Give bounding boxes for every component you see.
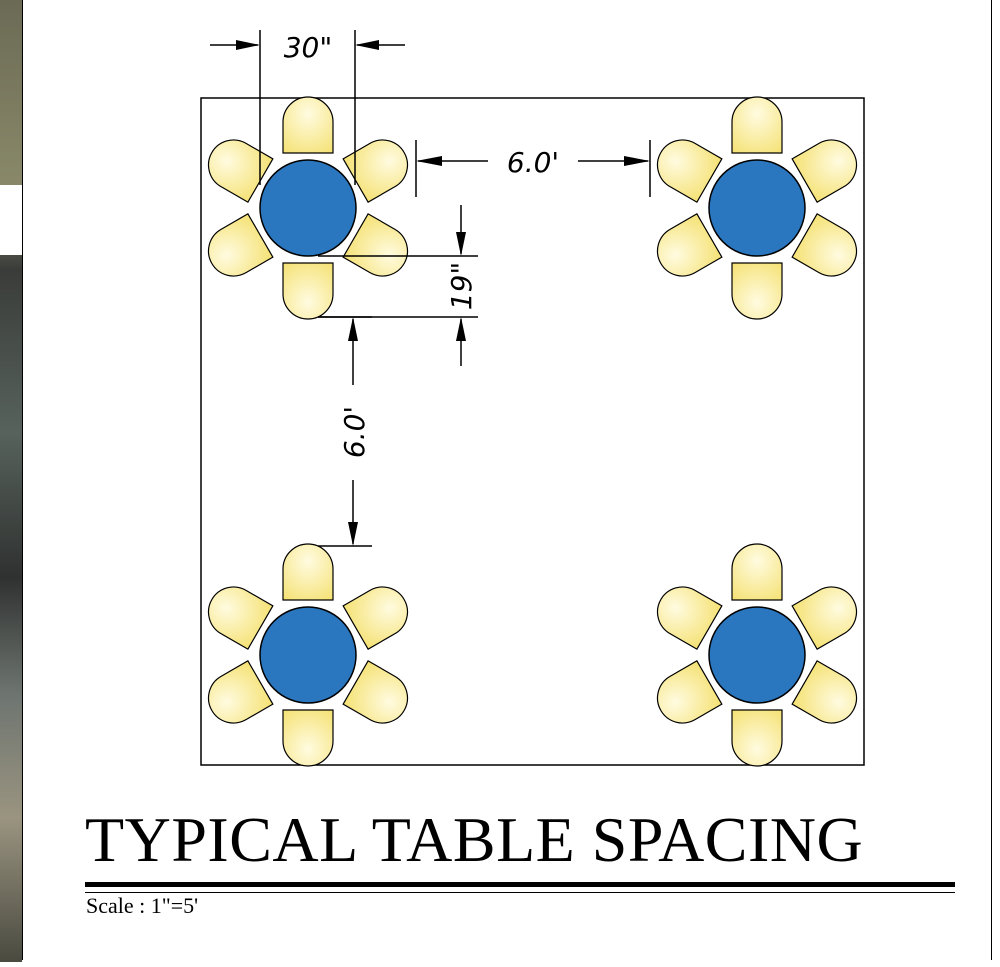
chair <box>731 709 783 767</box>
round-table <box>259 159 357 257</box>
chair <box>656 139 723 203</box>
chair <box>791 139 858 203</box>
title-underline-thin <box>85 892 955 893</box>
chair <box>207 660 274 724</box>
chair <box>207 586 274 650</box>
chair <box>656 586 723 650</box>
chair <box>282 262 334 320</box>
chair <box>282 543 334 601</box>
chair <box>731 96 783 154</box>
chair <box>282 96 334 154</box>
chair <box>656 660 723 724</box>
tables-group <box>207 96 858 767</box>
chair <box>731 543 783 601</box>
scale-label: Scale : 1"=5' <box>86 893 199 918</box>
dim-h-label: 6.0' <box>507 146 559 179</box>
chair <box>731 262 783 320</box>
dimension-lines <box>210 30 651 547</box>
title-underline-thick <box>85 882 955 887</box>
chair <box>342 139 409 203</box>
chair <box>791 213 858 277</box>
chair <box>207 139 274 203</box>
dim-30-arrow-left <box>236 40 260 50</box>
photo-strip-graphic <box>0 0 22 962</box>
dim-h-arrow-left <box>416 156 442 166</box>
dim-19-arrow-bottom <box>456 317 466 341</box>
dim-19-label: 19" <box>445 262 478 311</box>
round-table <box>708 159 806 257</box>
dim-h-arrow-right <box>624 156 650 166</box>
dim-v-arrow-top <box>348 317 358 341</box>
dim-30-label: 30" <box>284 31 333 64</box>
dim-v-arrow-bottom <box>348 522 358 546</box>
chair <box>342 660 409 724</box>
table-4 <box>656 543 858 767</box>
room-outline <box>200 97 865 766</box>
table-2 <box>656 96 858 320</box>
chair <box>342 213 409 277</box>
drawing-title: TYPICAL TABLE SPACING <box>85 804 864 875</box>
round-table <box>259 606 357 704</box>
chair <box>791 660 858 724</box>
drawing-frame <box>22 0 992 960</box>
dim-v-label: 6.0' <box>338 406 371 458</box>
round-table <box>708 606 806 704</box>
left-photo-strip <box>0 0 22 962</box>
dim-30-arrow-right <box>355 40 379 50</box>
chair <box>656 213 723 277</box>
table-3 <box>207 543 409 767</box>
chair <box>791 586 858 650</box>
chair <box>342 586 409 650</box>
table-1 <box>207 96 409 320</box>
chair <box>282 709 334 767</box>
dim-19-arrow-top <box>456 232 466 256</box>
chair <box>207 213 274 277</box>
